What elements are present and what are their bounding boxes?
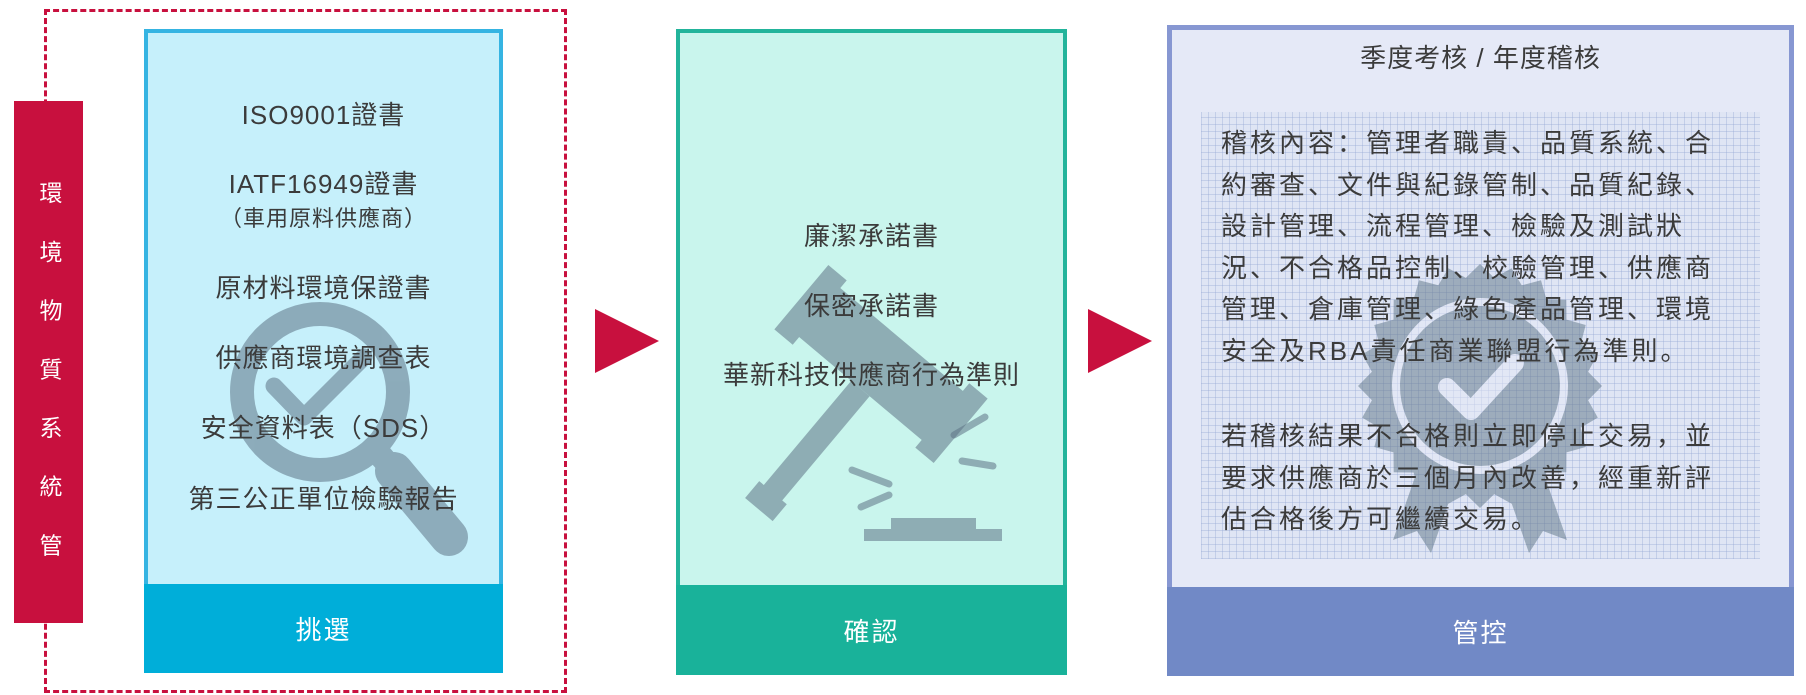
confirm-card: 廉潔承諾書 保密承諾書 華新科技供應商行為準則 確認 xyxy=(676,29,1067,675)
gavel-icon xyxy=(745,264,1002,541)
text-line: 安全及RBA責任商業聯盟行為準則。 xyxy=(1221,335,1690,366)
text-line: 管理、倉庫管理、綠色產品管理、環境 xyxy=(1221,294,1715,324)
doc-item: ISO9001證書 xyxy=(241,100,406,130)
audit-header: 季度考核 / 年度稽核 xyxy=(1360,43,1601,73)
text-line: 要求供應商於三個月內改善，經重新評 xyxy=(1221,462,1715,493)
doc-item: 廉潔承諾書 xyxy=(803,221,939,251)
doc-item: 原材料環境保證書 xyxy=(215,273,432,303)
text-line: 況、不合格品控制、校驗管理、供應商 xyxy=(1221,252,1715,283)
audit-text: 稽核內容：管理者職責、品質系統、合 約審查、文件與紀錄管制、品質紀錄、 設計管理… xyxy=(1221,112,1760,541)
doc-item: 華新科技供應商行為準則 xyxy=(722,360,1020,390)
confirm-card-footer: 確認 xyxy=(676,585,1067,675)
doc-item: IATF16949證書 xyxy=(228,169,419,199)
control-card: 季度考核 / 年度稽核 稽核內容：管理者職責、品質系統、合 約審查、文件與紀錄管… xyxy=(1167,25,1794,676)
scope-label: 環境物質系統管控 xyxy=(14,101,83,623)
select-card-footer: 挑選 xyxy=(144,584,503,673)
arrow-right-icon xyxy=(1088,309,1152,373)
text-line: 約審查、文件與紀錄管制、品質紀錄、 xyxy=(1221,169,1715,200)
doc-item: 第三公正單位檢驗報告 xyxy=(188,484,459,514)
audit-scope-paragraph: 稽核內容：管理者職責、品質系統、合 約審查、文件與紀錄管制、品質紀錄、 設計管理… xyxy=(1221,123,1760,372)
doc-item-note: （車用原料供應商） xyxy=(219,206,427,231)
text-line: 若稽核結果不合格則立即停止交易，並 xyxy=(1221,421,1715,451)
magnifier-check-icon xyxy=(230,302,468,556)
text-line: 設計管理、流程管理、檢驗及測試狀 xyxy=(1221,211,1686,241)
audit-result-paragraph: 若稽核結果不合格則立即停止交易，並 要求供應商於三個月內改善，經重新評 估合格後… xyxy=(1221,416,1760,541)
badge-check-icon xyxy=(1358,264,1602,553)
control-card-footer: 管控 xyxy=(1167,587,1794,676)
text-line: 稽核內容：管理者職責、品質系統、合 xyxy=(1221,128,1715,158)
text-line: 估合格後方可繼續交易。 xyxy=(1221,504,1541,534)
arrow-right-icon xyxy=(595,309,659,373)
scope-label-text: 環境物質系統管控 xyxy=(36,181,62,592)
doc-item: 供應商環境調查表 xyxy=(215,343,432,373)
doc-item: 安全資料表（SDS） xyxy=(200,413,447,443)
doc-item: 保密承諾書 xyxy=(803,291,939,321)
select-card: ISO9001證書 IATF16949證書 （車用原料供應商） 原材料環境保證書… xyxy=(144,29,503,673)
